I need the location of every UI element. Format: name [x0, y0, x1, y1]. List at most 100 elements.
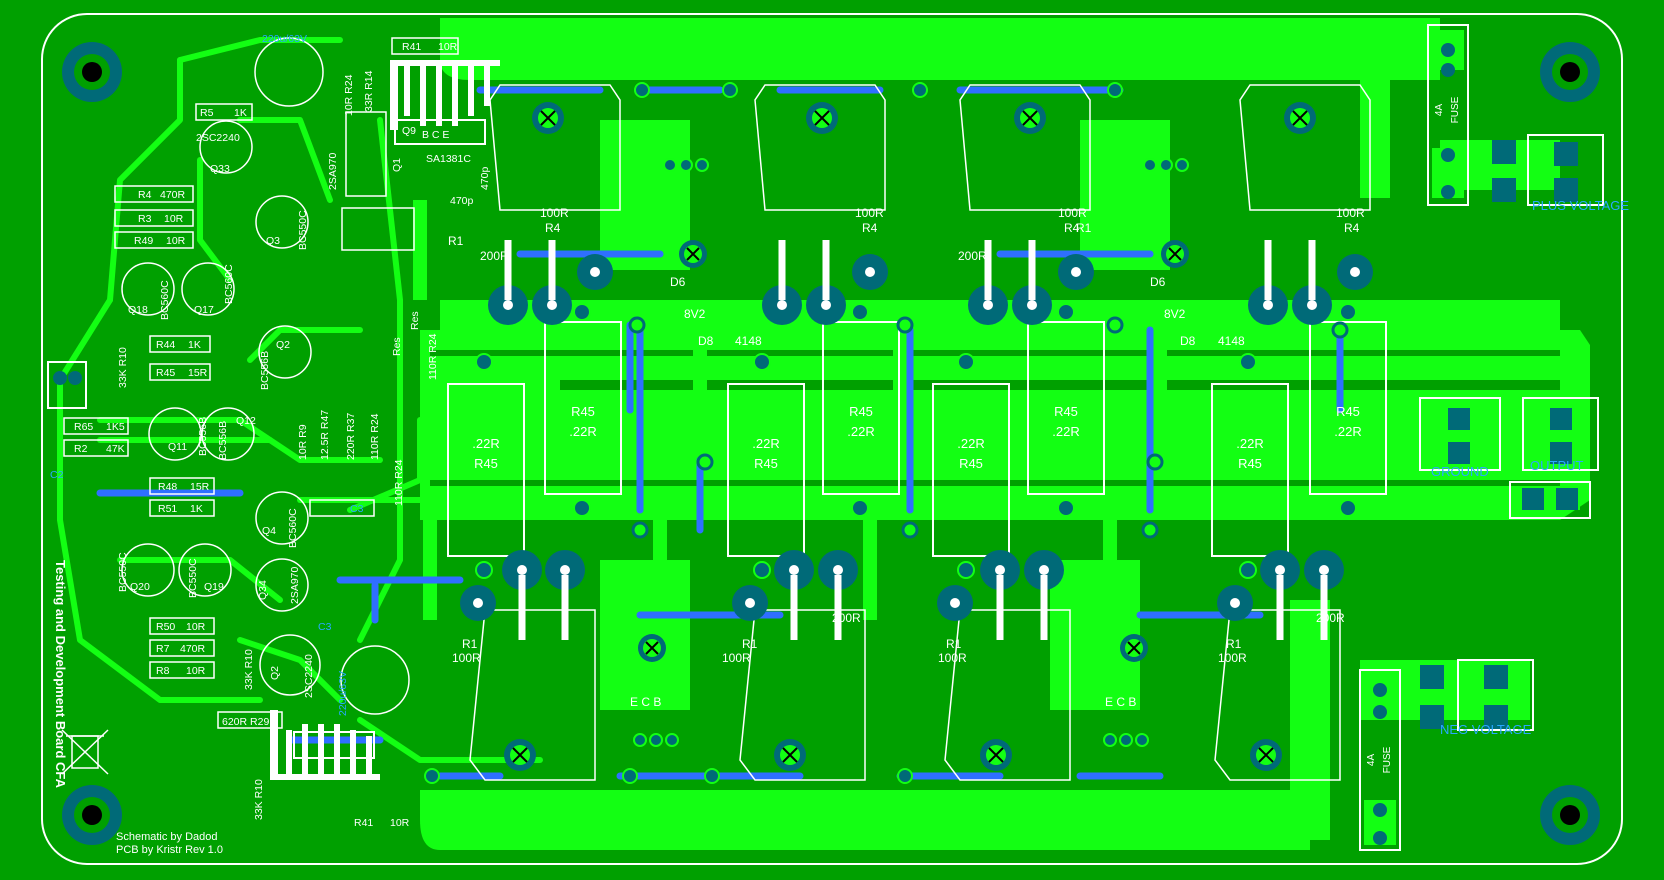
r45-label: R45 [1336, 404, 1360, 419]
svg-text:10R R24: 10R R24 [343, 74, 355, 116]
svg-text:R65: R65 [74, 421, 93, 433]
r45-label: R45 [959, 456, 983, 471]
svg-text:D8: D8 [698, 334, 714, 348]
svg-text:BC550C: BC550C [187, 558, 199, 598]
mounting-hole-tr [1540, 42, 1600, 102]
svg-text:10R: 10R [186, 665, 206, 677]
resistor-box [447, 383, 525, 557]
board-outline [41, 13, 1623, 865]
output-label: OUTPUT [1530, 458, 1584, 473]
r45-val: .22R [1052, 424, 1079, 439]
svg-text:SA1381C: SA1381C [426, 153, 471, 165]
svg-text:100R: 100R [540, 206, 569, 220]
svg-text:200R: 200R [480, 249, 509, 263]
svg-text:BC560C: BC560C [223, 264, 235, 304]
svg-text:R2: R2 [74, 443, 88, 455]
r45-val: .22R [752, 436, 779, 451]
svg-text:100R: 100R [938, 651, 967, 665]
svg-text:C3: C3 [350, 503, 364, 515]
svg-text:4A: 4A [1366, 754, 1377, 767]
svg-text:R4: R4 [862, 221, 878, 235]
credit-pcb: PCB by Kristr Rev 1.0 [116, 844, 223, 856]
r45-label: R45 [849, 404, 873, 419]
svg-text:470p: 470p [479, 166, 491, 190]
svg-text:1K: 1K [188, 339, 201, 351]
svg-text:4A: 4A [1434, 104, 1445, 117]
copper-pours [420, 18, 1590, 850]
r45-label: R45 [1238, 456, 1262, 471]
svg-text:220u/63V: 220u/63V [337, 671, 349, 716]
plus-voltage-terminal [1527, 134, 1604, 206]
svg-text:Q20: Q20 [130, 581, 150, 593]
neg-voltage-label: NEG VOLTAGE [1440, 722, 1532, 737]
svg-text:8V2: 8V2 [1164, 307, 1186, 321]
resistor-box [1309, 321, 1387, 495]
svg-text:470p: 470p [450, 195, 474, 207]
connectors [47, 24, 1604, 851]
svg-text:2SA970: 2SA970 [289, 566, 301, 604]
transistor-leads [504, 240, 1328, 640]
svg-text:R45: R45 [156, 367, 175, 379]
svg-text:R4: R4 [1064, 221, 1080, 235]
svg-text:R1: R1 [462, 637, 478, 651]
svg-text:R50: R50 [156, 621, 175, 633]
svg-text:100R: 100R [1058, 206, 1087, 220]
svg-text:100R: 100R [722, 651, 751, 665]
svg-text:2SC2240: 2SC2240 [196, 132, 240, 144]
svg-text:Q4: Q4 [262, 525, 276, 537]
svg-text:Q34: Q34 [257, 580, 269, 600]
resistor-box [822, 321, 900, 495]
r45-label: R45 [571, 404, 595, 419]
svg-text:4148: 4148 [735, 334, 762, 348]
resistor-box [1211, 383, 1289, 557]
svg-text:33K R10: 33K R10 [253, 779, 265, 820]
svg-text:Q18: Q18 [128, 304, 148, 316]
mounting-hole-bl [62, 785, 122, 845]
svg-text:R41: R41 [354, 817, 373, 829]
svg-text:220R R37: 220R R37 [345, 413, 357, 460]
svg-text:BC550C: BC550C [117, 552, 129, 592]
svg-text:E C B: E C B [1105, 695, 1136, 709]
svg-text:Q12: Q12 [236, 415, 256, 427]
svg-text:33K R10: 33K R10 [117, 347, 129, 388]
svg-text:100R: 100R [855, 206, 884, 220]
r45-val: .22R [1334, 424, 1361, 439]
svg-text:R41: R41 [402, 41, 421, 53]
svg-text:2SA970: 2SA970 [327, 152, 339, 190]
mounting-hole-tl [62, 42, 122, 102]
svg-text:47K: 47K [106, 443, 125, 455]
svg-text:R8: R8 [156, 665, 170, 677]
r45-val: .22R [1236, 436, 1263, 451]
input-header [47, 361, 87, 409]
svg-text:15R: 15R [190, 481, 210, 493]
svg-text:BC560C: BC560C [287, 508, 299, 548]
svg-text:R3: R3 [138, 213, 152, 225]
resistor-box [1027, 321, 1105, 495]
svg-text:Q19: Q19 [204, 581, 224, 593]
svg-text:Res: Res [409, 311, 421, 330]
svg-text:R1: R1 [1226, 637, 1242, 651]
svg-text:C3: C3 [318, 621, 332, 633]
r45-val: .22R [472, 436, 499, 451]
svg-text:10R: 10R [164, 213, 184, 225]
r45-val: .22R [957, 436, 984, 451]
mounting-holes [62, 42, 1600, 845]
svg-text:10R: 10R [438, 41, 458, 53]
svg-text:R1: R1 [1076, 221, 1092, 235]
svg-text:R44: R44 [156, 339, 175, 351]
svg-text:110R R24: 110R R24 [369, 413, 381, 460]
svg-text:R1: R1 [946, 637, 962, 651]
fuse-holder-top [1427, 24, 1469, 206]
output-resistors [447, 321, 1387, 557]
traces [57, 37, 543, 763]
output-terminal [1522, 397, 1599, 471]
credit-schematic: Schematic by Dadod [116, 831, 218, 843]
plus-voltage-label: PLUS VOLTAGE [1532, 198, 1629, 213]
svg-text:E C B: E C B [630, 695, 661, 709]
svg-text:BC550C: BC550C [297, 210, 309, 250]
svg-text:R48: R48 [158, 481, 177, 493]
r45-label: R45 [754, 456, 778, 471]
svg-text:Res: Res [391, 337, 403, 356]
svg-text:R4: R4 [138, 189, 152, 201]
svg-text:Q2: Q2 [269, 666, 281, 680]
